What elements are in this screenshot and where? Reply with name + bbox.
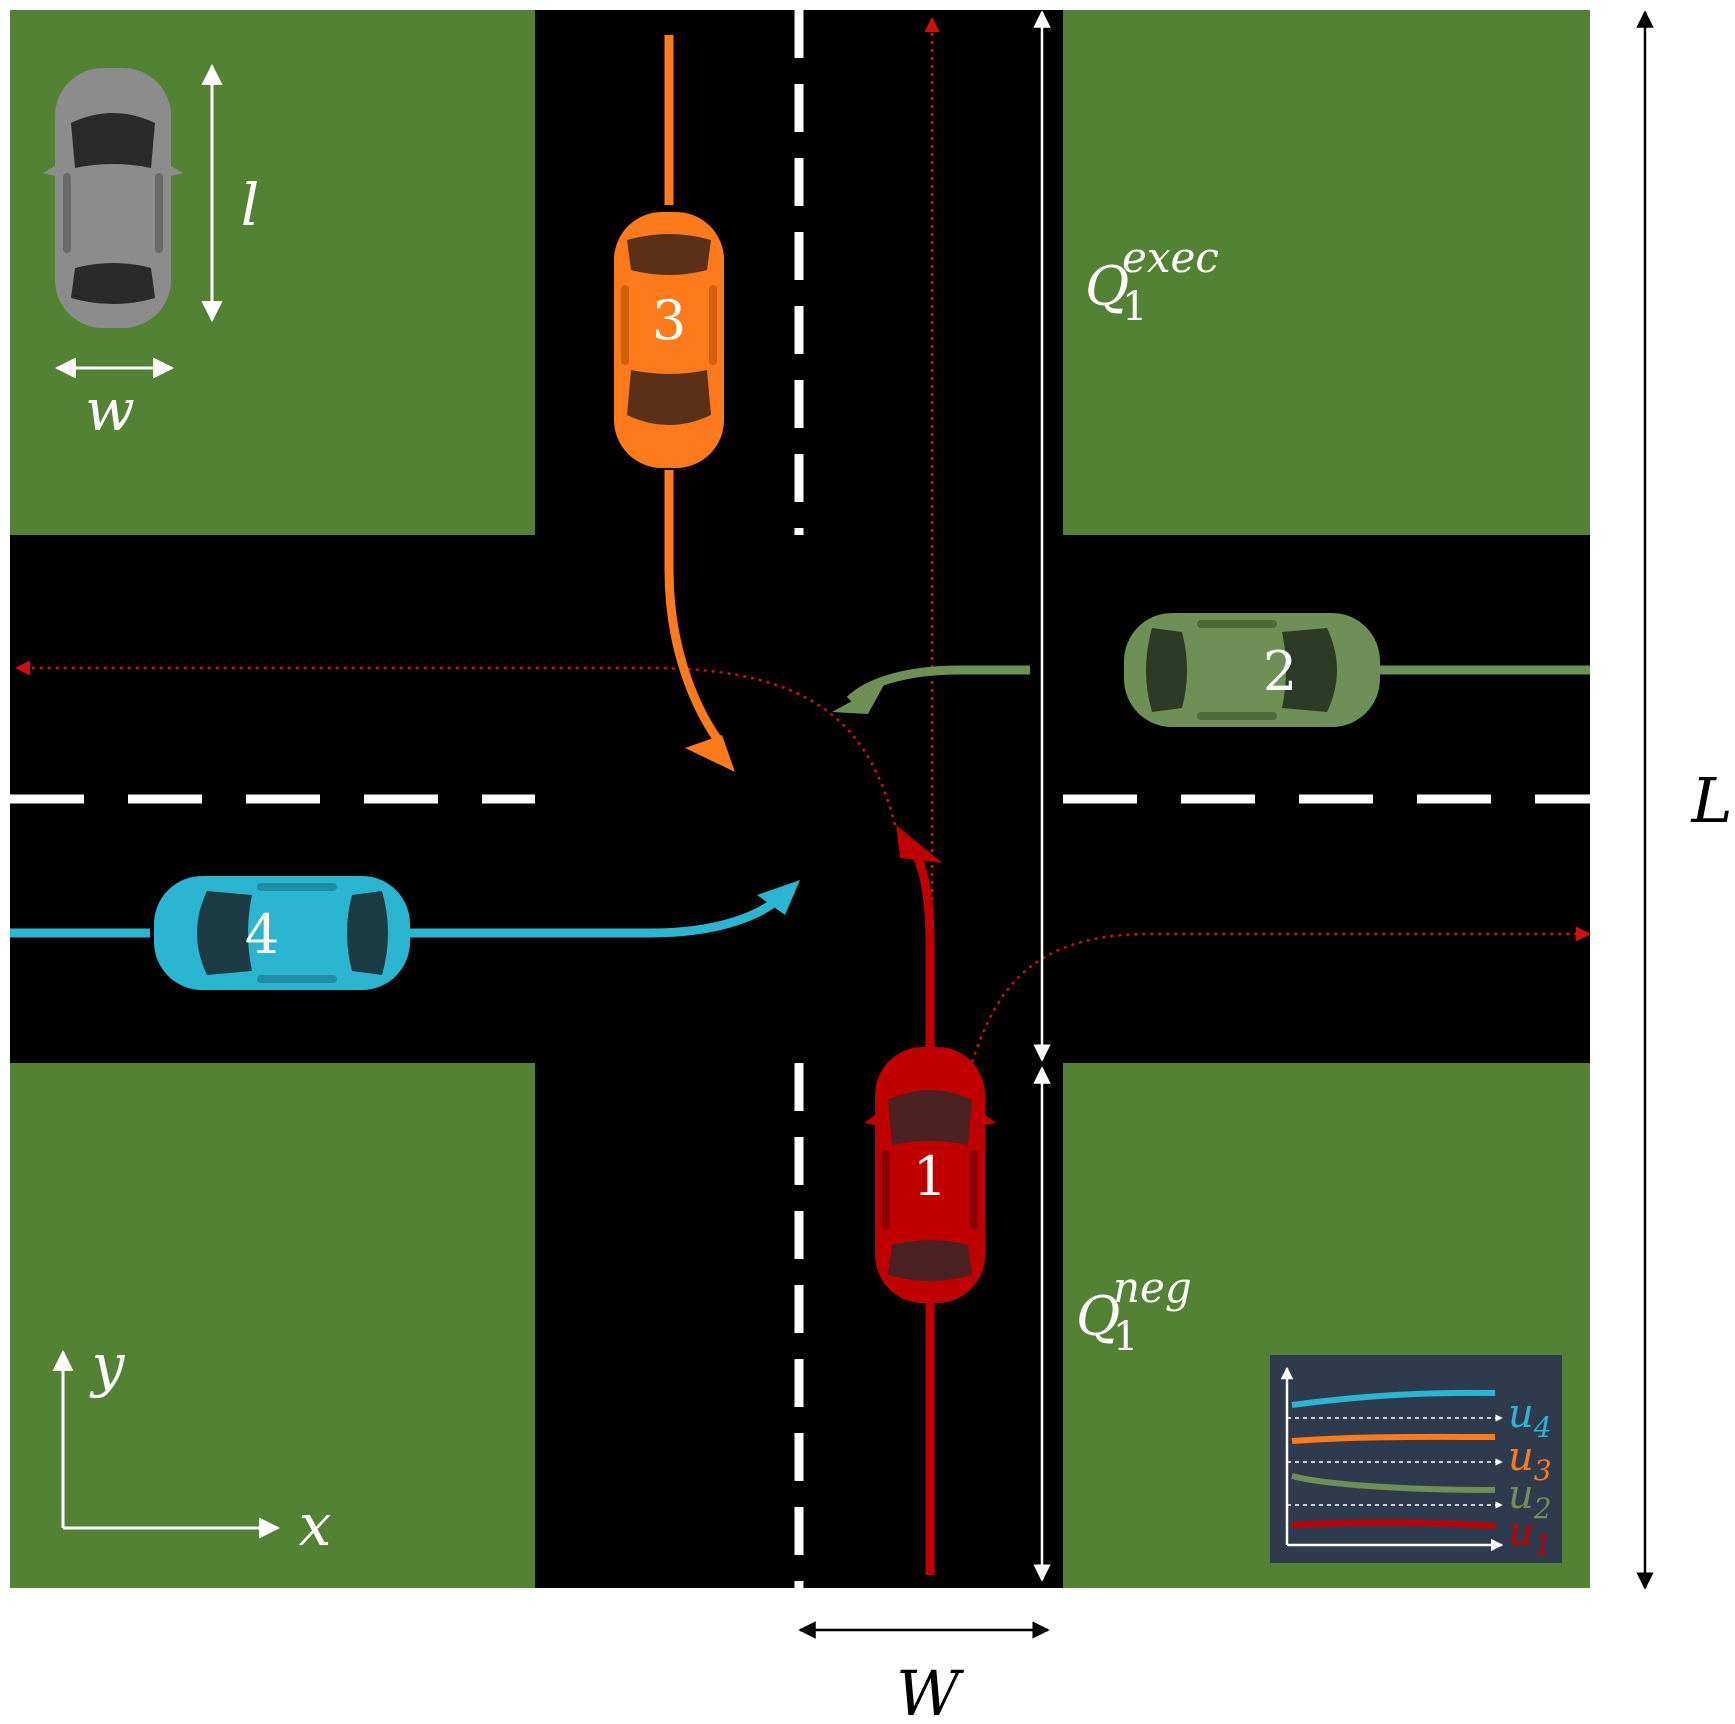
lane-markings bbox=[10, 10, 1590, 1588]
svg-text:exec: exec bbox=[1122, 233, 1219, 282]
vehicle-3-number: 3 bbox=[652, 289, 686, 352]
vehicle-4: 4 bbox=[154, 876, 410, 990]
svg-text:1: 1 bbox=[1113, 1314, 1138, 1360]
svg-text:Q: Q bbox=[1076, 1285, 1120, 1348]
vehicle-3-path bbox=[664, 35, 722, 743]
vehicle-2-number: 2 bbox=[1263, 640, 1297, 703]
inset-u1-label: u1 bbox=[1508, 1509, 1552, 1562]
inset-u4-curve bbox=[1291, 1389, 1496, 1408]
reference-vehicle bbox=[43, 68, 183, 328]
car-length-label: l bbox=[241, 171, 260, 239]
vehicle-3-arrowhead bbox=[685, 735, 735, 772]
control-input-inset: u4 u3 u2 u1 bbox=[1270, 1355, 1562, 1563]
y-axis-label: y bbox=[89, 1331, 126, 1399]
svg-text:neg: neg bbox=[1113, 1263, 1192, 1312]
vehicle-1-number: 1 bbox=[913, 1145, 947, 1208]
vehicle-3: 3 bbox=[614, 212, 724, 468]
car-width-label: w bbox=[85, 376, 135, 444]
vehicle-4-arrowhead bbox=[757, 880, 800, 915]
inset-u1-curve bbox=[1291, 1519, 1496, 1529]
vehicle-1-candidate-paths bbox=[14, 17, 1591, 1086]
inset-u4-label: u4 bbox=[1508, 1391, 1552, 1444]
inset-u3-label: u3 bbox=[1508, 1434, 1552, 1487]
vehicle-1-arrowhead bbox=[896, 825, 942, 863]
vehicle-1: 1 bbox=[864, 1047, 996, 1303]
svg-text:Q: Q bbox=[1085, 255, 1129, 318]
path-1-right bbox=[963, 926, 1591, 1086]
inset-u2-curve bbox=[1291, 1473, 1496, 1493]
inset-u2-label: u2 bbox=[1508, 1472, 1552, 1525]
neg-region-label: Q 1 neg bbox=[1076, 1263, 1192, 1360]
svg-text:1: 1 bbox=[1122, 284, 1147, 330]
inset-u3-curve bbox=[1291, 1433, 1496, 1444]
vehicle-4-number: 4 bbox=[245, 903, 279, 966]
vehicle-2-arrowhead bbox=[832, 683, 885, 714]
road-width-label: W bbox=[896, 1657, 964, 1724]
map-length-label: L bbox=[1690, 764, 1732, 837]
exec-region-label: Q 1 exec bbox=[1085, 233, 1219, 330]
vehicle-2: 2 bbox=[1124, 613, 1380, 727]
x-axis-label: x bbox=[299, 1491, 332, 1559]
